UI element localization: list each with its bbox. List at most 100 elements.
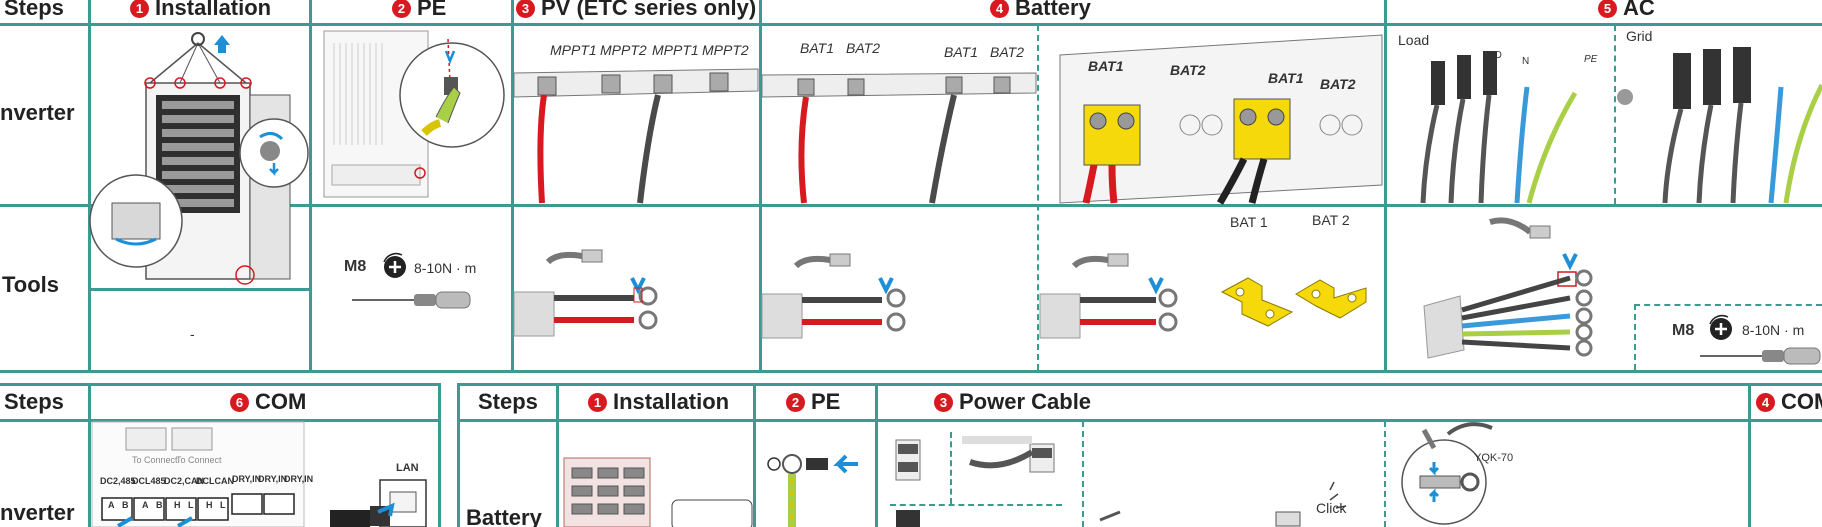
com-port-label-7: DRY,IN (284, 474, 314, 484)
com-port-label-3: DC2,CAN (164, 476, 205, 486)
battery-b-label-bat2-b: BAT2 (1320, 76, 1356, 92)
battery-b-label-bat2-a: BAT2 (1170, 62, 1206, 78)
power-cable-click-illustration (1099, 481, 1347, 527)
ac-torque-value: 8-10N · m (1742, 322, 1805, 338)
installation-tools-value: - (190, 326, 195, 342)
pe-illustration (323, 30, 505, 198)
br-col-line-4 (1748, 383, 1751, 527)
br-col-line-1 (556, 383, 559, 527)
pe-torque-value: 8-10N · m (414, 260, 477, 276)
pv-label-mppt2-a: MPPT2 (600, 42, 647, 58)
com-port-label-6: DRY,IN (258, 474, 288, 484)
com-lan-port-illustration (330, 479, 427, 527)
br-dashed-divider-inner (950, 432, 952, 504)
crimp-tool-label: YQK-70 (1474, 452, 1514, 464)
pv-cable-tool-illustration (513, 249, 658, 337)
ac-grid-illustration (1617, 47, 1822, 204)
br-header-bottom-line (457, 419, 1822, 422)
ac-screwdriver-icon (1700, 347, 1821, 365)
bl-col-line (88, 383, 91, 527)
ac-grid-label: Grid (1626, 28, 1653, 44)
bl-header-bottom-line (0, 419, 441, 422)
battery-dashed-divider (1037, 25, 1039, 370)
crimp-tool-illustration (1401, 422, 1493, 525)
battery-a-label-bat1-a: BAT1 (800, 40, 834, 56)
com-pin-label-4: B (156, 500, 163, 510)
battery-a-label-bat2-b: BAT2 (990, 44, 1024, 60)
br-left-line (457, 383, 460, 527)
col-line-1 (88, 0, 91, 372)
battery-cable-tool-illustration-a (761, 253, 906, 339)
col-line-3 (511, 0, 514, 372)
busbar-plate-bat1-icon (1220, 277, 1294, 327)
battery-tool-bat1-label: BAT 1 (1230, 214, 1268, 230)
pv-label-mppt2-b: MPPT2 (702, 42, 749, 58)
ac-load-n-label: N (1522, 56, 1530, 67)
battery-pe-illustration (767, 454, 858, 527)
top-table-bottom-line (0, 370, 1822, 373)
com-pin-label-1: A (108, 500, 115, 510)
pe-bolt-size: M8 (344, 258, 367, 275)
com-port-panel-illustration (91, 421, 305, 527)
br-col-line-2 (753, 383, 756, 527)
br-dashed-divider-1 (1082, 421, 1084, 527)
br-col-line-3 (875, 383, 878, 527)
ac-load-pe-label: PE (1584, 54, 1598, 65)
top-row-divider (0, 204, 1822, 207)
battery-terminal-illustration-a (761, 72, 1037, 204)
com-port-label-1: DC2,485 (100, 476, 136, 486)
battery-b-label-bat1-a: BAT1 (1088, 58, 1124, 74)
br-header-com: 4COM (1756, 389, 1822, 415)
com-pin-label-5: H (174, 500, 181, 510)
com-pin-label-7: H (206, 500, 213, 510)
battery-rack-illustration (563, 457, 753, 527)
com-connect-label-a: To Connect (132, 455, 178, 465)
bl-row-label-inverter: nverter (0, 500, 75, 525)
row-label-tools: Tools (2, 272, 60, 297)
battery-busbar-illustration-b (1059, 34, 1383, 205)
bl-steps-header: Steps (4, 389, 64, 414)
br-dashed-divider-2 (1384, 421, 1386, 527)
pe-torque-icon (383, 252, 406, 278)
top-steps-header: Steps (4, 0, 64, 20)
com-connect-label-b: To Connect (176, 455, 222, 465)
ac-load-ad-label: AD (1488, 50, 1502, 61)
com-port-label-2: DCL485 (132, 476, 166, 486)
battery-cable-tool-illustration-b (1039, 253, 1178, 339)
busbar-plate-bat2-icon (1295, 279, 1367, 319)
col-line-5 (1384, 0, 1387, 372)
pe-screwdriver-icon (352, 291, 471, 309)
ac-tool-dashed-left (1634, 304, 1636, 370)
battery-b-label-bat1-b: BAT1 (1268, 70, 1304, 86)
ac-load-illustration (1420, 51, 1578, 204)
br-row-label-battery: Battery (466, 505, 542, 527)
power-cable-click-label: Click (1316, 500, 1347, 516)
com-lan-label: LAN (396, 462, 419, 474)
top-header-bottom-line (0, 23, 1822, 26)
installation-tools-divider (88, 288, 310, 291)
row-label-inverter: nverter (0, 100, 75, 125)
br-dashed-h-inner (890, 504, 1062, 506)
pv-label-mppt1-b: MPPT1 (652, 42, 699, 58)
com-port-label-4: DCLCAN (196, 476, 234, 486)
ac-torque-icon (1709, 314, 1732, 340)
com-port-label-5: DRY,IN (232, 474, 262, 484)
ac-load-label: Load (1398, 32, 1430, 48)
battery-a-label-bat2-a: BAT2 (846, 40, 880, 56)
installation-inverter-illustration (89, 32, 309, 285)
com-pin-label-8: L (220, 500, 226, 510)
ac-dashed-divider (1614, 25, 1616, 204)
pv-label-mppt1-a: MPPT1 (550, 42, 597, 58)
col-line-4 (759, 0, 762, 372)
col-line-2 (309, 0, 312, 372)
ac-tool-dashed-top (1634, 304, 1822, 306)
